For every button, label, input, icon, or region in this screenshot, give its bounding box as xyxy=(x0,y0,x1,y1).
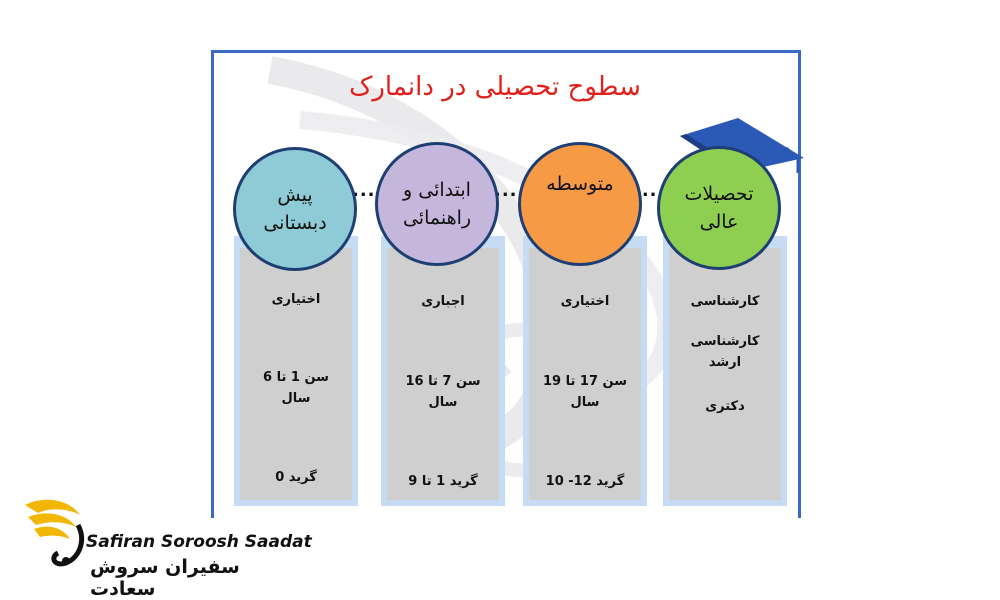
level-circle-preschool: پیش دبستانی xyxy=(233,147,357,271)
column-secondary xyxy=(523,248,647,506)
degree-item: کارشناسی xyxy=(690,294,760,309)
diagram-title: سطوح تحصیلی در دانمارک xyxy=(349,72,641,102)
level-status: اجباری xyxy=(421,294,465,309)
level-grade: گرید 12- 10 xyxy=(545,474,625,489)
level-circle-higher: تحصیلات عالی xyxy=(657,146,781,270)
degree-item: کارشناسی ارشد xyxy=(690,334,760,370)
level-age: سن 1 تا 6 سال xyxy=(263,370,329,406)
level-circle-primary: ابتدائی و راهنمائی xyxy=(375,142,499,266)
column-preschool xyxy=(234,248,358,506)
level-age: سن 7 تا 16 سال xyxy=(405,374,481,410)
column-higher xyxy=(663,248,787,506)
level-status: اختیاری xyxy=(560,294,610,309)
logo-persian-text: سفیران سروش سعادت xyxy=(90,556,240,600)
level-circle-secondary: متوسطه xyxy=(518,142,642,266)
level-status: اختیاری xyxy=(271,292,321,307)
swan-logo-icon xyxy=(25,499,84,567)
level-grade: گرید 1 تا 9 xyxy=(408,474,478,489)
level-grade: گرید 0 xyxy=(275,470,317,485)
logo-english-text: Safiran Soroosh Saadat xyxy=(86,532,312,552)
degree-item: دکتری xyxy=(705,399,745,414)
column-primary xyxy=(381,248,505,506)
level-age: سن 17 تا 19 سال xyxy=(542,374,628,410)
